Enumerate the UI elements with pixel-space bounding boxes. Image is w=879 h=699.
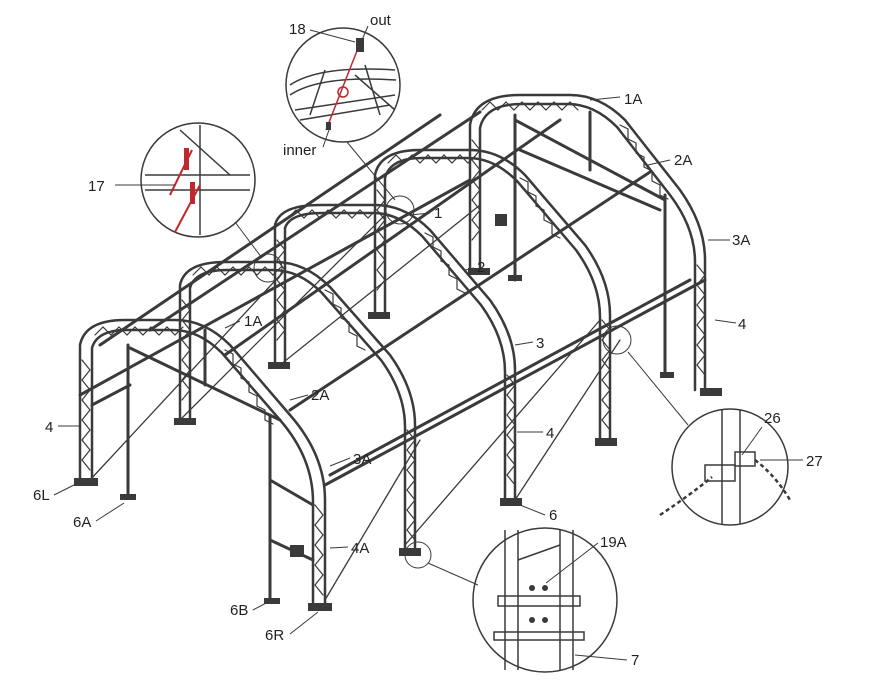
label-part-19a: 19A [600, 534, 627, 551]
label-part-4-mid: 4 [546, 425, 554, 442]
detail-circle-top [285, 27, 401, 143]
callout-labels: 18 out inner 17 1A 2A 3A 1 2 4 3 1A 2A 4… [33, 12, 823, 669]
label-part-27: 27 [806, 453, 823, 470]
label-part-3a-front: 3A [353, 451, 371, 468]
label-inner: inner [283, 142, 316, 159]
back-endwall [513, 110, 667, 377]
label-part-26: 26 [764, 410, 781, 427]
label-part-7: 7 [631, 652, 639, 669]
turnbuckle-icon [356, 38, 364, 52]
label-part-17: 17 [88, 178, 105, 195]
eave-rails [78, 178, 707, 487]
front-endwall [126, 328, 315, 602]
label-part-6: 6 [549, 507, 557, 524]
label-part-2: 2 [477, 259, 485, 276]
label-part-1a-front: 1A [244, 313, 262, 330]
label-part-3: 3 [536, 335, 544, 352]
detail-circle-bottom [472, 527, 618, 673]
label-part-18: 18 [289, 21, 306, 38]
label-part-4a: 4A [351, 540, 369, 557]
detail-circle-right [659, 408, 792, 526]
label-part-4-left: 4 [45, 419, 53, 436]
label-out: out [370, 12, 392, 29]
callout-leaders [53, 25, 803, 661]
main-structure [74, 93, 722, 611]
label-part-2a-front: 2A [311, 387, 329, 404]
arch-truss-back [468, 93, 707, 392]
cable-braces [89, 204, 621, 601]
base-plates [74, 268, 722, 611]
label-part-6b: 6B [230, 602, 248, 619]
detail-circle-left [140, 122, 256, 238]
label-part-6a: 6A [73, 514, 91, 531]
label-part-1a-top: 1A [624, 91, 642, 108]
label-part-6r: 6R [265, 627, 284, 644]
detail-locators [253, 195, 632, 569]
label-part-1: 1 [434, 205, 442, 222]
door-fittings [290, 214, 507, 557]
label-part-4-right: 4 [738, 316, 746, 333]
label-part-2a-top: 2A [674, 152, 692, 169]
detail-leaders [234, 141, 689, 586]
label-part-3a-top: 3A [732, 232, 750, 249]
arch-truss-3 [373, 148, 612, 442]
label-part-6l: 6L [33, 487, 50, 504]
